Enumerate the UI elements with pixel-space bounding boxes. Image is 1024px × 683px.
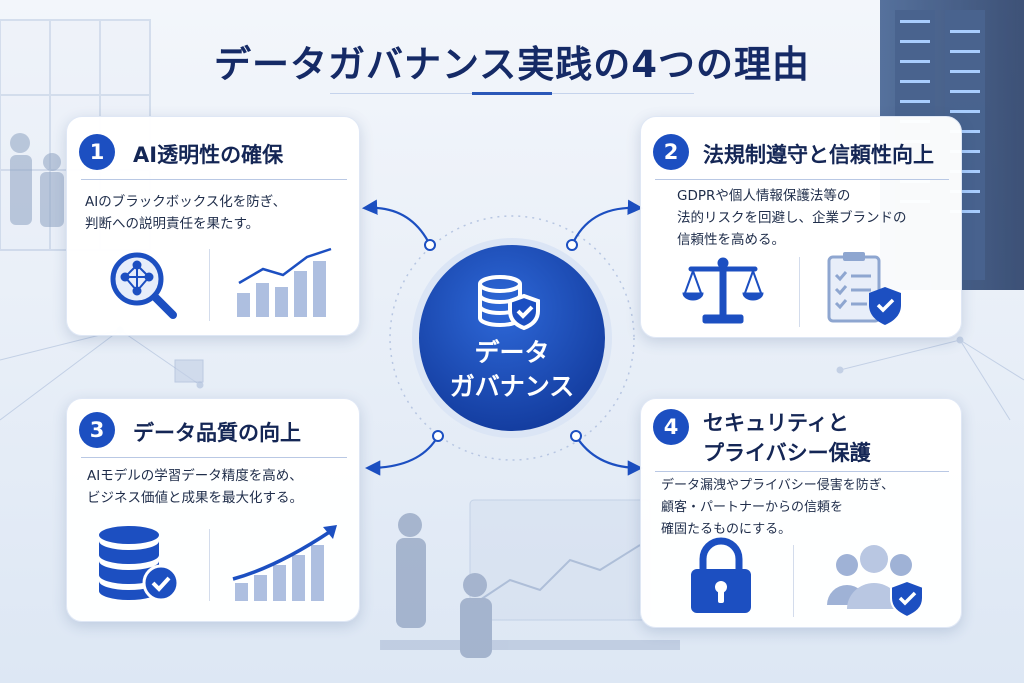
card-title: 法規制遵守と信頼性向上 — [703, 143, 934, 167]
card-number: 3 — [79, 412, 115, 448]
card-description: AIのブラックボックス化を防ぎ、判断への説明責任を果たす。 — [85, 194, 287, 232]
icon-separator — [793, 545, 794, 617]
arrow-to-card-3 — [364, 435, 439, 476]
card-divider — [81, 179, 347, 180]
card-number: 4 — [653, 409, 689, 445]
center-circle — [412, 238, 612, 438]
arrow-to-card-2 — [570, 199, 644, 246]
card-title-line1: セキュリティと — [703, 411, 849, 435]
card-security-privacy: 4 セキュリティと プライバシー保護 データ漏洩やプライバシー侵害を防ぎ、顧客・… — [640, 398, 962, 628]
arrow-to-card-4 — [575, 435, 644, 476]
card-description: GDPRや個人情報保護法等の法的リスクを回避し、企業ブランドの信頼性を高める。 — [677, 188, 907, 248]
scales-icon — [682, 257, 764, 324]
card-ai-transparency: 1 AI透明性の確保 AIのブラックボックス化を防ぎ、判断への説明責任を果たす。 — [66, 116, 360, 336]
center-label-line1: データ — [474, 338, 550, 367]
bar-chart-icon — [237, 247, 332, 317]
title-underline — [472, 92, 552, 95]
people-silhouettes-left — [10, 133, 64, 227]
office-scene-bottom — [380, 499, 680, 658]
card-description: データ漏洩やプライバシー侵害を防ぎ、顧客・パートナーからの信頼を確固たるものにす… — [661, 478, 895, 537]
database-check-icon — [99, 526, 180, 602]
icon-separator — [209, 529, 210, 601]
card-title-line2: プライバシー保護 — [703, 441, 871, 465]
icon-separator — [799, 257, 800, 327]
card-description: AIモデルの学習データ精度を高め、ビジネス価値と成果を最大化する。 — [87, 468, 303, 506]
card-divider — [81, 457, 347, 458]
card-number: 1 — [79, 134, 115, 170]
card-number: 2 — [653, 134, 689, 170]
users-shield-icon — [827, 545, 924, 619]
card-divider — [655, 179, 949, 180]
page-title: データガバナンス実践の4つの理由 — [213, 43, 810, 86]
card-compliance: 2 法規制遵守と信頼性向上 GDPRや個人情報保護法等の法的リスクを回避し、企業… — [640, 116, 962, 338]
icon-separator — [209, 249, 210, 321]
cube-decoration — [174, 359, 204, 383]
center-label-line2: ガバナンス — [449, 372, 575, 401]
magnifier-network-icon — [110, 252, 177, 319]
card-title: データ品質の向上 — [133, 421, 301, 445]
arrow-to-card-1 — [361, 199, 431, 246]
database-shield-icon — [478, 275, 540, 331]
card-data-quality: 3 データ品質の向上 AIモデルの学習データ精度を高め、ビジネス価値と成果を最大… — [66, 398, 360, 622]
clipboard-check-icon — [827, 252, 901, 325]
card-divider — [655, 471, 949, 472]
padlock-icon — [691, 537, 751, 613]
growth-chart-icon — [232, 525, 337, 601]
card-title: AI透明性の確保 — [133, 143, 284, 167]
